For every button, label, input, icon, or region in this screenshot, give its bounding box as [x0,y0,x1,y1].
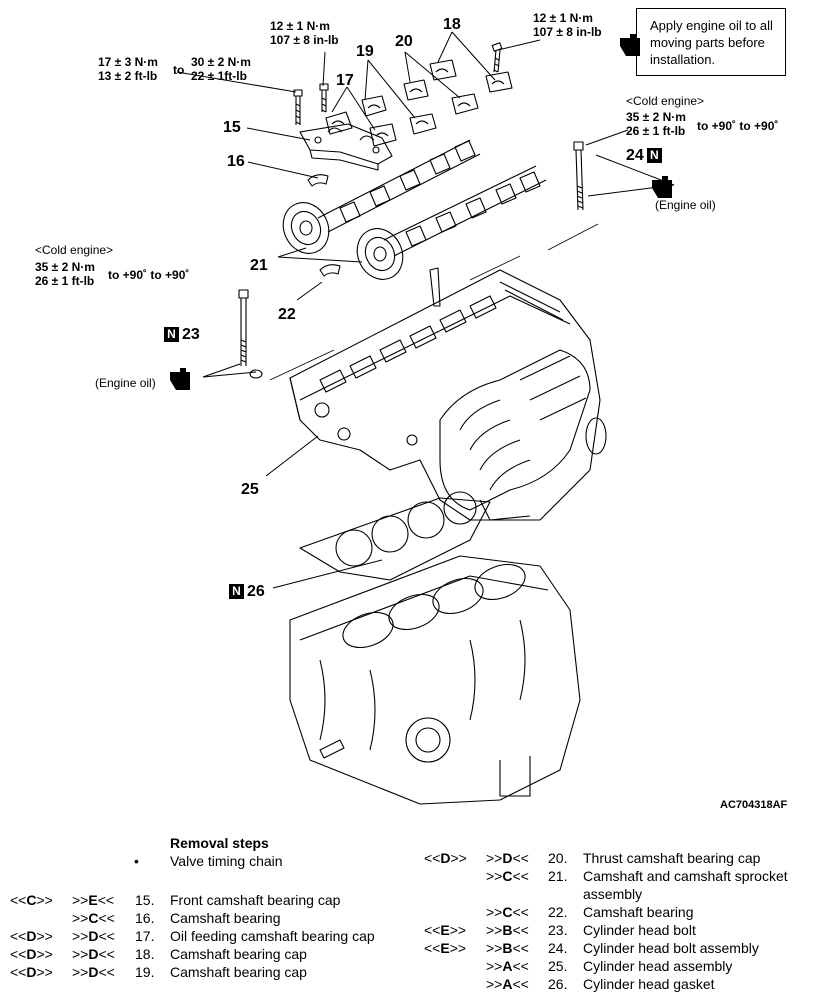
cap-bolts [293,42,503,125]
torque-spec-cap-bolt-final: 30 ± 2 N·m 22 ± 1ft-lb [191,55,251,83]
engine-oil-label-right: (Engine oil) [655,198,716,212]
step-name: Camshaft and camshaft sprocket [583,868,788,884]
callout-21: 21 [250,257,268,274]
bolt-left-cap [293,89,303,125]
bolt-mid-cap [319,83,329,113]
installation-service-point-code: >>A<< [486,958,529,974]
installation-service-point-code: >>D<< [72,928,115,944]
step-number: 21. [548,868,568,884]
removal-service-point-code: <<D>> [424,850,467,866]
angle-spec-head-bolt-right: to +90˚ to +90˚ [697,119,779,133]
torque-spec-head-bolt-left: 35 ± 2 N·m 26 ± 1 ft-lb [35,260,95,288]
angle-spec-head-bolt-left: to +90˚ to +90˚ [108,268,190,282]
callout-16: 16 [227,153,245,170]
camshaft-bearing-shells [307,174,341,277]
camshaft-bearing-caps [325,59,513,147]
step-name: Cylinder head gasket [583,976,715,992]
bolt-right-cap [491,42,503,73]
step-number: 23. [548,922,568,938]
step-name: Cylinder head bolt assembly [583,940,759,956]
bullet: • [134,853,139,869]
torque-spec-cap-bolt-right: 12 ± 1 N·m 107 ± 8 in-lb [533,11,602,39]
cylinder-head-bolt-left [238,289,263,379]
installation-service-point-code: >>B<< [486,940,529,956]
step-name: Oil feeding camshaft bearing cap [170,928,375,944]
exploded-engine-diagram [170,31,675,805]
installation-service-point-code: >>E<< [72,892,115,908]
figure-code: AC704318AF [720,799,788,811]
installation-service-point-code: >>D<< [72,964,115,980]
front-camshaft-bearing-cap [299,123,393,171]
callout-17: 17 [336,72,354,89]
new-part-marker: N [164,327,179,343]
step-name: Thrust camshaft bearing cap [583,850,761,866]
step-name: Camshaft bearing [583,904,694,920]
torque-spec-cap-bolt-mid: 12 ± 1 N·m 107 ± 8 in-lb [270,19,339,47]
alignment-lines [269,223,599,381]
engine-oil-note-box: Apply engine oil to all moving parts bef… [636,8,786,76]
installation-service-point-code: >>D<< [486,850,529,866]
step-name: Camshaft bearing cap [170,964,307,980]
removal-steps-title: Removal steps [170,835,269,851]
leader-lines [176,31,675,589]
step-name: Cylinder head bolt [583,922,696,938]
removal-service-point-code: <<D>> [10,964,53,980]
cylinder-head-assembly [289,267,607,521]
torque-spec-to-label: to [173,63,185,77]
cylinder-head-gasket [299,491,491,581]
step-number: 25. [548,958,568,974]
callout-22: 22 [278,306,296,323]
step-number: 16. [135,910,155,926]
camshaft-lower [356,165,547,280]
removal-service-point-code: <<E>> [424,940,467,956]
camshaft-upper [282,139,481,254]
step-name: Front camshaft bearing cap [170,892,341,908]
step-name: Cylinder head assembly [583,958,733,974]
callout-25: 25 [241,481,259,498]
installation-service-point-code: >>C<< [486,904,529,920]
removal-service-point-code: <<D>> [10,946,53,962]
cylinder-block [289,555,581,805]
callout-20: 20 [395,33,413,50]
engine-oil-label-left: (Engine oil) [95,376,156,390]
cold-engine-label-right: <Cold engine> [626,94,705,108]
step-number: 22. [548,904,568,920]
step-number: 20. [548,850,568,866]
callout-19: 19 [356,43,374,60]
step-number: 18. [135,946,155,962]
cylinder-head-bolt-right [573,141,584,211]
step-name-continued: assembly [583,886,643,902]
step-name: Camshaft bearing cap [170,946,307,962]
torque-spec-head-bolt-right: 35 ± 2 N·m 26 ± 1 ft-lb [626,110,686,138]
installation-service-point-code: >>D<< [72,946,115,962]
torque-spec-cap-bolt-initial: 17 ± 3 N·m 13 ± 2 ft-lb [98,55,158,83]
new-part-marker: N [229,584,244,600]
step-number: 26. [548,976,568,992]
step-number: 19. [135,964,155,980]
step-number: 24. [548,940,568,956]
first-step-valve-timing-chain: Valve timing chain [170,853,283,869]
engine-oil-note: Apply engine oil to all moving parts bef… [650,18,773,67]
installation-service-point-code: >>C<< [486,868,529,884]
oil-can-icon [170,34,672,390]
installation-service-point-code: >>A<< [486,976,529,992]
step-name: Camshaft bearing [170,910,281,926]
removal-service-point-code: <<E>> [424,922,467,938]
step-number: 17. [135,928,155,944]
cold-engine-label-left: <Cold engine> [35,243,114,257]
new-part-marker: N [646,148,662,164]
installation-service-point-code: >>C<< [72,910,115,926]
removal-service-point-code: <<D>> [10,928,53,944]
callout-15: 15 [223,119,241,136]
removal-service-point-code: <<C>> [10,892,53,908]
installation-service-point-code: >>B<< [486,922,529,938]
step-number: 15. [135,892,155,908]
callout-18: 18 [443,16,461,33]
